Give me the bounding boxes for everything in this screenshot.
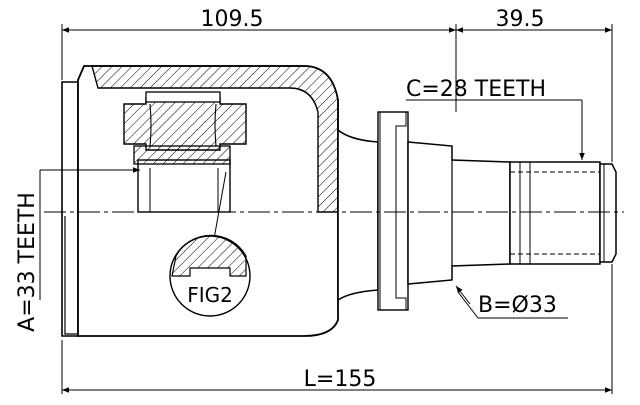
dimension-top-left: 109.5	[201, 7, 264, 32]
spline-a-label: A=33 TEETH	[15, 192, 40, 332]
total-length-label: L=155	[304, 367, 377, 392]
stub-shaft	[377, 111, 617, 311]
dimension-lines	[39, 24, 613, 394]
diameter-b-label: B=Ø33	[478, 293, 557, 318]
tripod-assembly	[123, 91, 247, 213]
fig2-callout	[169, 171, 251, 317]
dimension-top-right: 39.5	[496, 7, 545, 32]
spline-c-label: C=28 TEETH	[406, 77, 546, 102]
fig2-label: FIG2	[187, 283, 233, 307]
